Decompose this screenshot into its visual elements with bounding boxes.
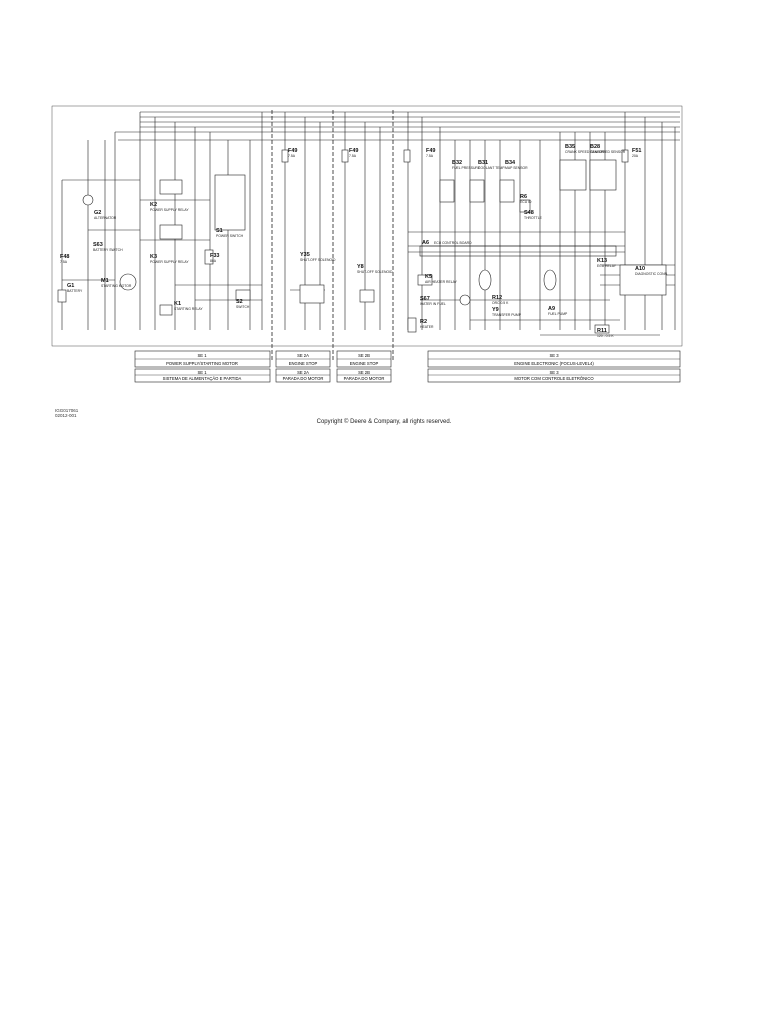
label-s1: S1 [216, 228, 223, 234]
label-y8: Y8 [357, 264, 364, 270]
label-k5: K5 [425, 274, 432, 280]
label-f33: F33 [210, 253, 219, 259]
desc-b28: CAM SPEED SENSOR [590, 150, 626, 154]
label-b31: B31 [478, 160, 488, 166]
label-f49c: F49 [426, 148, 435, 154]
label-r12: R12 [492, 295, 502, 301]
se3-code-en: SE 3 [549, 353, 559, 358]
se1-title-pt: SISTEMA DE ALIMENTAÇÃO E PARTIDA [163, 376, 242, 381]
label-k1: K1 [174, 301, 181, 307]
desc-g1: BATTERY [67, 289, 83, 293]
label-f48: F48 [60, 254, 69, 260]
desc-r12: ORC 0.5 K [492, 301, 509, 305]
label-a9: A9 [548, 306, 555, 312]
desc-b32: FUEL PRESSURE [452, 166, 481, 170]
label-b28: B28 [590, 144, 600, 150]
label-a6: A6 [422, 240, 429, 246]
label-y35: Y35 [300, 252, 310, 258]
label-y9: Y9 [492, 307, 499, 313]
se2a-code-en: SE 2A [297, 353, 309, 358]
desc-r6: ECU ID [520, 200, 532, 204]
desc-s1: POWER SWITCH [216, 234, 244, 238]
label-k2: K2 [150, 202, 157, 208]
desc-y8: SHUT-OFF SOLENOID [357, 270, 393, 274]
figure-id-sub: 02012-001 [55, 413, 77, 419]
desc-y35: SHUT-OFF SOLENOID [300, 258, 336, 262]
label-s2: S2 [236, 299, 243, 305]
label-s48: S48 [524, 210, 534, 216]
desc-s63: BATTERY SWITCH [93, 248, 123, 252]
desc-f49a: 7.5A [288, 154, 296, 158]
se3-code-pt: SE 3 [549, 370, 559, 375]
label-f49b: F49 [349, 148, 358, 154]
label-r11: R11 [597, 328, 607, 334]
desc-g2: ALTERNATOR [94, 216, 117, 220]
desc-r2: HEATER [420, 325, 434, 329]
wiring-schematic: G2 K2 K3 S63 F48 M1 G1 S1 F33 K1 S2 F49 … [51, 105, 683, 383]
desc-k1: STARTING RELAY [174, 307, 203, 311]
desc-m1: STARTING MOTOR [101, 284, 132, 288]
figure-id-code: IGG017061 [55, 408, 79, 413]
desc-f51: 20A [632, 154, 639, 158]
desc-f49b: 7.5A [349, 154, 357, 158]
se1-code-en: SE 1 [197, 353, 207, 358]
desc-s48: THROTTLE [524, 216, 543, 220]
section-titles: SE 1 POWER SUPPLY/STARTING MOTOR SE 1 SI… [134, 350, 681, 383]
label-f49a: F49 [288, 148, 297, 154]
desc-a10: DIAGNOSTIC CONN. [635, 272, 668, 276]
desc-b34: MAP SENSOR [505, 166, 528, 170]
desc-s2: SWITCH [236, 305, 250, 309]
label-g2: G2 [94, 210, 101, 216]
label-m1: M1 [101, 278, 109, 284]
label-f51: F51 [632, 148, 641, 154]
desc-k2: POWER SUPPLY RELAY [150, 208, 189, 212]
label-s67: S67 [420, 296, 430, 302]
wires [51, 105, 683, 347]
desc-s67: WATER IN FUEL [420, 302, 446, 306]
label-k3: K3 [150, 254, 157, 260]
se2b-title-pt: PARADA DO MOTOR [344, 376, 385, 381]
desc-k3: POWER SUPPLY RELAY [150, 260, 189, 264]
se2a-title-pt: PARADA DO MOTOR [283, 376, 324, 381]
se2b-code-en: SE 2B [358, 353, 370, 358]
se2a-title-en: ENGINE STOP [289, 361, 318, 366]
se1-code-pt: SE 1 [197, 370, 207, 375]
desc-b35: CRANK SPEED SENSOR [565, 150, 605, 154]
figure-id: IGG017061 02012-001 [55, 408, 78, 419]
label-r6: R6 [520, 194, 527, 200]
desc-a6: ECU CONTROL BOARD [434, 241, 472, 245]
label-r2: R2 [420, 319, 427, 325]
desc-a9: FUEL PUMP [548, 312, 568, 316]
se3-title-pt: MOTOR COM CONTROLE ELETRÔNICO [514, 376, 594, 381]
label-b32: B32 [452, 160, 462, 166]
se1-title-en: POWER SUPPLY/STARTING MOTOR [166, 361, 238, 366]
component-descriptions: ALTERNATOR POWER SUPPLY RELAY POWER SUPP… [60, 150, 668, 338]
component-symbols [57, 149, 667, 334]
label-b34: B34 [505, 160, 516, 166]
copyright-notice: Copyright © Deere & Company, all rights … [316, 419, 452, 425]
desc-b31: COOLANT TEMP. [478, 166, 505, 170]
desc-k13: ECU RELAY [597, 264, 617, 268]
desc-y9: TRANSFER PUMP [492, 313, 522, 317]
desc-k5: AIR HEATER RELAY [425, 280, 458, 284]
desc-f33: 80A [210, 259, 217, 263]
desc-f48: 7.5A [60, 260, 68, 264]
desc-r11: 120 - 0.5 K [597, 334, 614, 338]
label-b35: B35 [565, 144, 575, 150]
se2b-code-pt: SE 2B [358, 370, 370, 375]
label-k13: K13 [597, 258, 607, 264]
label-s63: S63 [93, 242, 103, 248]
label-a10: A10 [635, 266, 645, 272]
desc-f49c: 7.5A [426, 154, 434, 158]
label-g1: G1 [67, 283, 74, 289]
se2b-title-en: ENGINE STOP [350, 361, 379, 366]
se2a-code-pt: SE 2A [297, 370, 309, 375]
component-labels: G2 K2 K3 S63 F48 M1 G1 S1 F33 K1 S2 F49 … [60, 144, 645, 334]
se3-title-en: ENGINE ELECTRONIC (FOCUS-LEVEL4) [514, 361, 594, 366]
